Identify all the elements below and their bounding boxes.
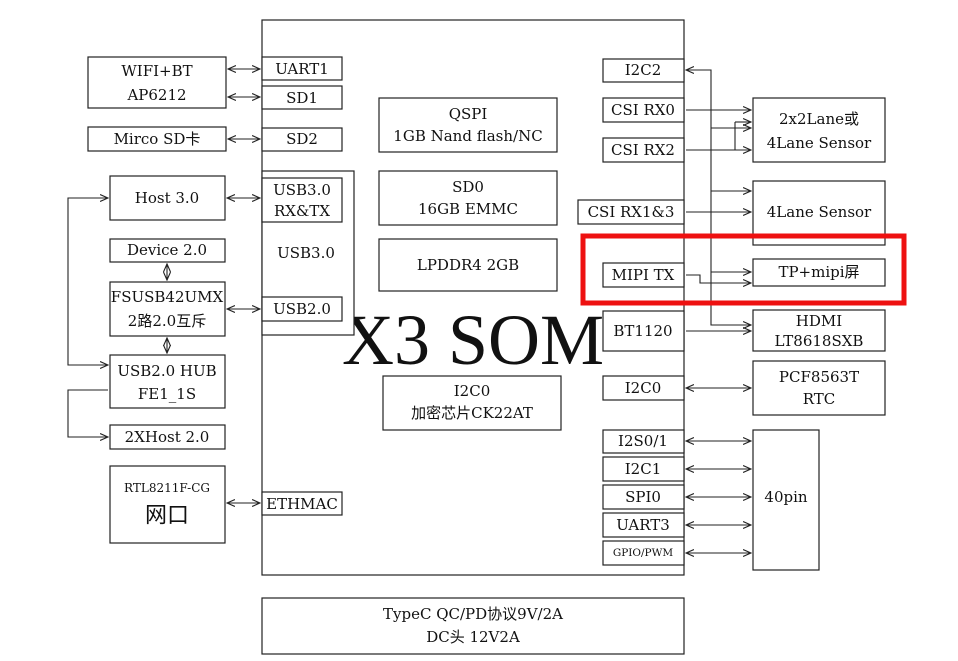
40pin-header: 40pin bbox=[752, 429, 820, 571]
svg-text:16GB EMMC: 16GB EMMC bbox=[418, 200, 518, 218]
crypto-chip: I2C0 加密芯片CK22AT bbox=[382, 375, 562, 431]
sensor-4lane: 4Lane Sensor bbox=[752, 180, 886, 246]
svg-text:TP+mipi屏: TP+mipi屏 bbox=[778, 263, 859, 281]
svg-text:AP6212: AP6212 bbox=[126, 86, 186, 104]
sensor-2x2lane: 2x2Lane或 4Lane Sensor bbox=[752, 97, 886, 163]
spi0-port: SPI0 bbox=[602, 484, 685, 510]
svg-text:USB3.0: USB3.0 bbox=[273, 181, 331, 199]
i2c1-port: I2C1 bbox=[602, 456, 685, 482]
i2c0-port: I2C0 bbox=[602, 375, 685, 401]
i2c2-port: I2C2 bbox=[602, 58, 685, 83]
svg-text:Mirco SD卡: Mirco SD卡 bbox=[114, 130, 201, 148]
svg-text:FE1_1S: FE1_1S bbox=[138, 385, 196, 403]
svg-text:CSI RX2: CSI RX2 bbox=[611, 141, 675, 159]
csi-rx13-port: CSI RX1&3 bbox=[577, 199, 685, 225]
qspi-flash: QSPI 1GB Nand flash/NC bbox=[378, 97, 558, 153]
csi-rx0-port: CSI RX0 bbox=[602, 97, 685, 123]
svg-text:I2C0: I2C0 bbox=[454, 382, 491, 400]
ethernet-phy: RTL8211F-CG 网口 bbox=[109, 465, 226, 544]
csi-rx2-port: CSI RX2 bbox=[602, 137, 685, 163]
svg-text:RTC: RTC bbox=[803, 390, 836, 408]
svg-text:SPI0: SPI0 bbox=[625, 488, 661, 506]
mipi-highlight-frame bbox=[580, 233, 907, 306]
left-wires bbox=[67, 69, 260, 503]
svg-text:4Lane Sensor: 4Lane Sensor bbox=[767, 134, 872, 152]
host30-box: Host 3.0 bbox=[109, 175, 226, 221]
bt1120-port: BT1120 bbox=[602, 310, 685, 352]
uart1-port: UART1 bbox=[261, 56, 343, 81]
svg-text:USB2.0: USB2.0 bbox=[273, 300, 331, 318]
svg-text:2XHost 2.0: 2XHost 2.0 bbox=[125, 428, 210, 446]
som-title: X3 SOM bbox=[342, 300, 604, 380]
svg-text:PCF8563T: PCF8563T bbox=[779, 368, 859, 386]
2x-host-box: 2XHost 2.0 bbox=[109, 424, 226, 450]
rtc-chip: PCF8563T RTC bbox=[752, 360, 886, 416]
uart3-port: UART3 bbox=[602, 512, 685, 538]
sd2-port: SD2 bbox=[261, 127, 343, 152]
svg-text:网口: 网口 bbox=[145, 504, 189, 529]
svg-text:USB2.0 HUB: USB2.0 HUB bbox=[117, 362, 216, 380]
svg-text:I2C1: I2C1 bbox=[625, 460, 662, 478]
svg-text:SD0: SD0 bbox=[452, 178, 484, 196]
svg-text:SD1: SD1 bbox=[286, 89, 318, 107]
fsusb-switch: FSUSB42UMX 2路2.0互斥 bbox=[109, 281, 226, 337]
svg-text:MIPI TX: MIPI TX bbox=[612, 266, 675, 284]
svg-text:I2C0: I2C0 bbox=[625, 379, 662, 397]
svg-text:Host 3.0: Host 3.0 bbox=[135, 189, 199, 207]
svg-text:4Lane Sensor: 4Lane Sensor bbox=[767, 203, 872, 221]
svg-text:2x2Lane或: 2x2Lane或 bbox=[779, 110, 859, 128]
svg-text:2路2.0互斥: 2路2.0互斥 bbox=[128, 312, 206, 330]
svg-text:RTL8211F-CG: RTL8211F-CG bbox=[124, 481, 210, 495]
svg-text:LT8618SXB: LT8618SXB bbox=[775, 332, 864, 350]
wifi-bt-module: WIFI+BT AP6212 bbox=[87, 56, 227, 109]
ethmac-port: ETHMAC bbox=[261, 491, 343, 516]
usb30-group: USB3.0 RX&TX USB3.0 USB2.0 bbox=[261, 170, 355, 336]
svg-text:加密芯片CK22AT: 加密芯片CK22AT bbox=[411, 404, 533, 422]
lpddr4: LPDDR4 2GB bbox=[378, 238, 558, 292]
svg-text:RX&TX: RX&TX bbox=[274, 202, 330, 220]
svg-text:QSPI: QSPI bbox=[449, 105, 488, 123]
device20-box: Device 2.0 bbox=[109, 238, 226, 263]
svg-text:UART3: UART3 bbox=[616, 516, 670, 534]
right-wires bbox=[686, 70, 751, 553]
svg-text:I2C2: I2C2 bbox=[625, 61, 662, 79]
micro-sd-card: Mirco SD卡 bbox=[87, 126, 227, 152]
svg-text:40pin: 40pin bbox=[764, 488, 807, 506]
svg-text:CSI RX0: CSI RX0 bbox=[611, 101, 675, 119]
gpio-pwm-port: GPIO/PWM bbox=[602, 540, 685, 566]
svg-text:BT1120: BT1120 bbox=[613, 322, 672, 340]
svg-text:I2S0/1: I2S0/1 bbox=[618, 432, 668, 450]
power-input: TypeC QC/PD协议9V/2A DC头 12V2A bbox=[261, 597, 685, 655]
svg-text:Device 2.0: Device 2.0 bbox=[127, 241, 207, 259]
svg-text:WIFI+BT: WIFI+BT bbox=[121, 62, 192, 80]
sd1-port: SD1 bbox=[261, 85, 343, 110]
emmc: SD0 16GB EMMC bbox=[378, 170, 558, 226]
svg-text:1GB Nand flash/NC: 1GB Nand flash/NC bbox=[393, 127, 542, 145]
svg-text:USB3.0: USB3.0 bbox=[277, 244, 335, 262]
svg-text:DC头 12V2A: DC头 12V2A bbox=[426, 628, 520, 646]
svg-text:CSI RX1&3: CSI RX1&3 bbox=[588, 203, 675, 221]
svg-text:FSUSB42UMX: FSUSB42UMX bbox=[111, 288, 224, 306]
usb-hub: USB2.0 HUB FE1_1S bbox=[109, 354, 226, 409]
svg-text:GPIO/PWM: GPIO/PWM bbox=[613, 547, 674, 559]
i2s-port: I2S0/1 bbox=[602, 429, 685, 454]
svg-text:SD2: SD2 bbox=[286, 130, 318, 148]
svg-text:TypeC QC/PD协议9V/2A: TypeC QC/PD协议9V/2A bbox=[383, 605, 563, 623]
svg-text:UART1: UART1 bbox=[275, 60, 329, 78]
svg-text:HDMI: HDMI bbox=[796, 312, 842, 330]
tp-mipi-screen: TP+mipi屏 bbox=[752, 258, 886, 287]
mipi-tx-port: MIPI TX bbox=[602, 262, 685, 288]
svg-text:ETHMAC: ETHMAC bbox=[266, 495, 338, 513]
hdmi-chip: HDMI LT8618SXB bbox=[752, 309, 886, 352]
svg-text:LPDDR4 2GB: LPDDR4 2GB bbox=[417, 256, 519, 274]
